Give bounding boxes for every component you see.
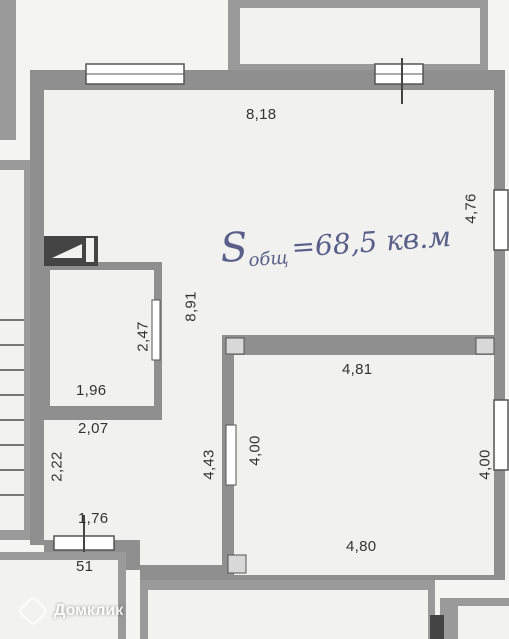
- dim-main-right-height: 4,76: [462, 193, 480, 224]
- dim-main-width: 8,18: [246, 106, 277, 123]
- dim-bathroom-height: 2,47: [134, 321, 152, 352]
- window-right-lower: [493, 399, 509, 471]
- stairs: [0, 319, 24, 496]
- dim-wc-top: 2,07: [78, 420, 109, 437]
- area-subscript: общ: [247, 247, 290, 272]
- dim-bedroom-right: 4,00: [476, 449, 494, 480]
- bedroom-door: [225, 424, 237, 486]
- window-right-upper: [493, 189, 509, 251]
- dim-entrance: 1,76: [78, 510, 109, 527]
- bathroom-door: [151, 299, 161, 361]
- dim-wc-left: 2,22: [48, 451, 66, 482]
- area-prefix: S: [218, 224, 250, 273]
- dim-hall-left: 4,43: [200, 449, 218, 480]
- dim-neighbor: 51: [76, 558, 94, 575]
- watermark: Домклик: [17, 595, 124, 627]
- area-value: =68,5 кв.м: [290, 219, 453, 265]
- domclick-logo-icon: [17, 595, 49, 627]
- watermark-text: Домклик: [54, 602, 124, 619]
- bathroom-floor: [50, 270, 154, 406]
- dim-bedroom-top: 4,81: [342, 361, 373, 378]
- bedroom-floor: [234, 355, 494, 575]
- dim-bedroom-left: 4,00: [246, 435, 264, 466]
- dim-bathroom-width: 1,96: [76, 382, 107, 399]
- dim-main-height: 8,91: [182, 291, 200, 322]
- dim-bedroom-bottom: 4,80: [346, 538, 377, 555]
